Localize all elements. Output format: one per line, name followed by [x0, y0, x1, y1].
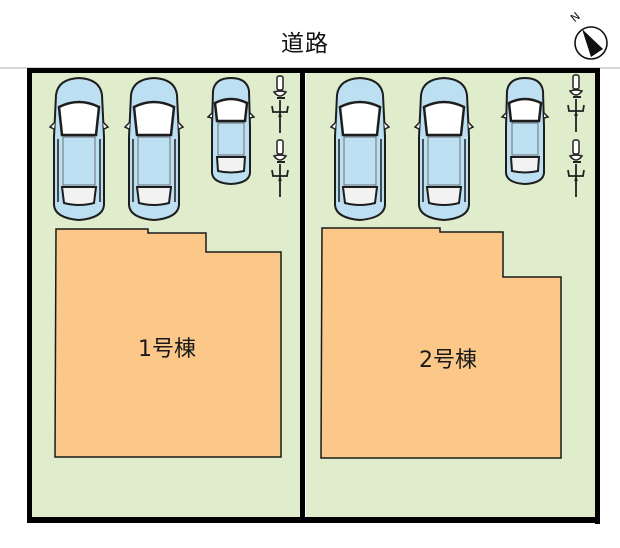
road-label: 道路: [281, 31, 329, 57]
building-2-label: 2号棟: [419, 348, 477, 373]
car-icon: [123, 76, 185, 222]
car-icon: [413, 76, 475, 222]
north-arrow-icon: N: [565, 5, 615, 61]
car-icon: [48, 76, 110, 222]
car-icon: [329, 76, 391, 222]
compact-car-icon: [206, 76, 256, 186]
building-2: [320, 227, 562, 459]
building-1: [54, 228, 282, 458]
compact-car-icon: [500, 76, 550, 186]
compass-n-label: N: [568, 10, 583, 25]
building-1-label: 1号棟: [138, 337, 196, 362]
lot-boundary: [27, 68, 600, 524]
